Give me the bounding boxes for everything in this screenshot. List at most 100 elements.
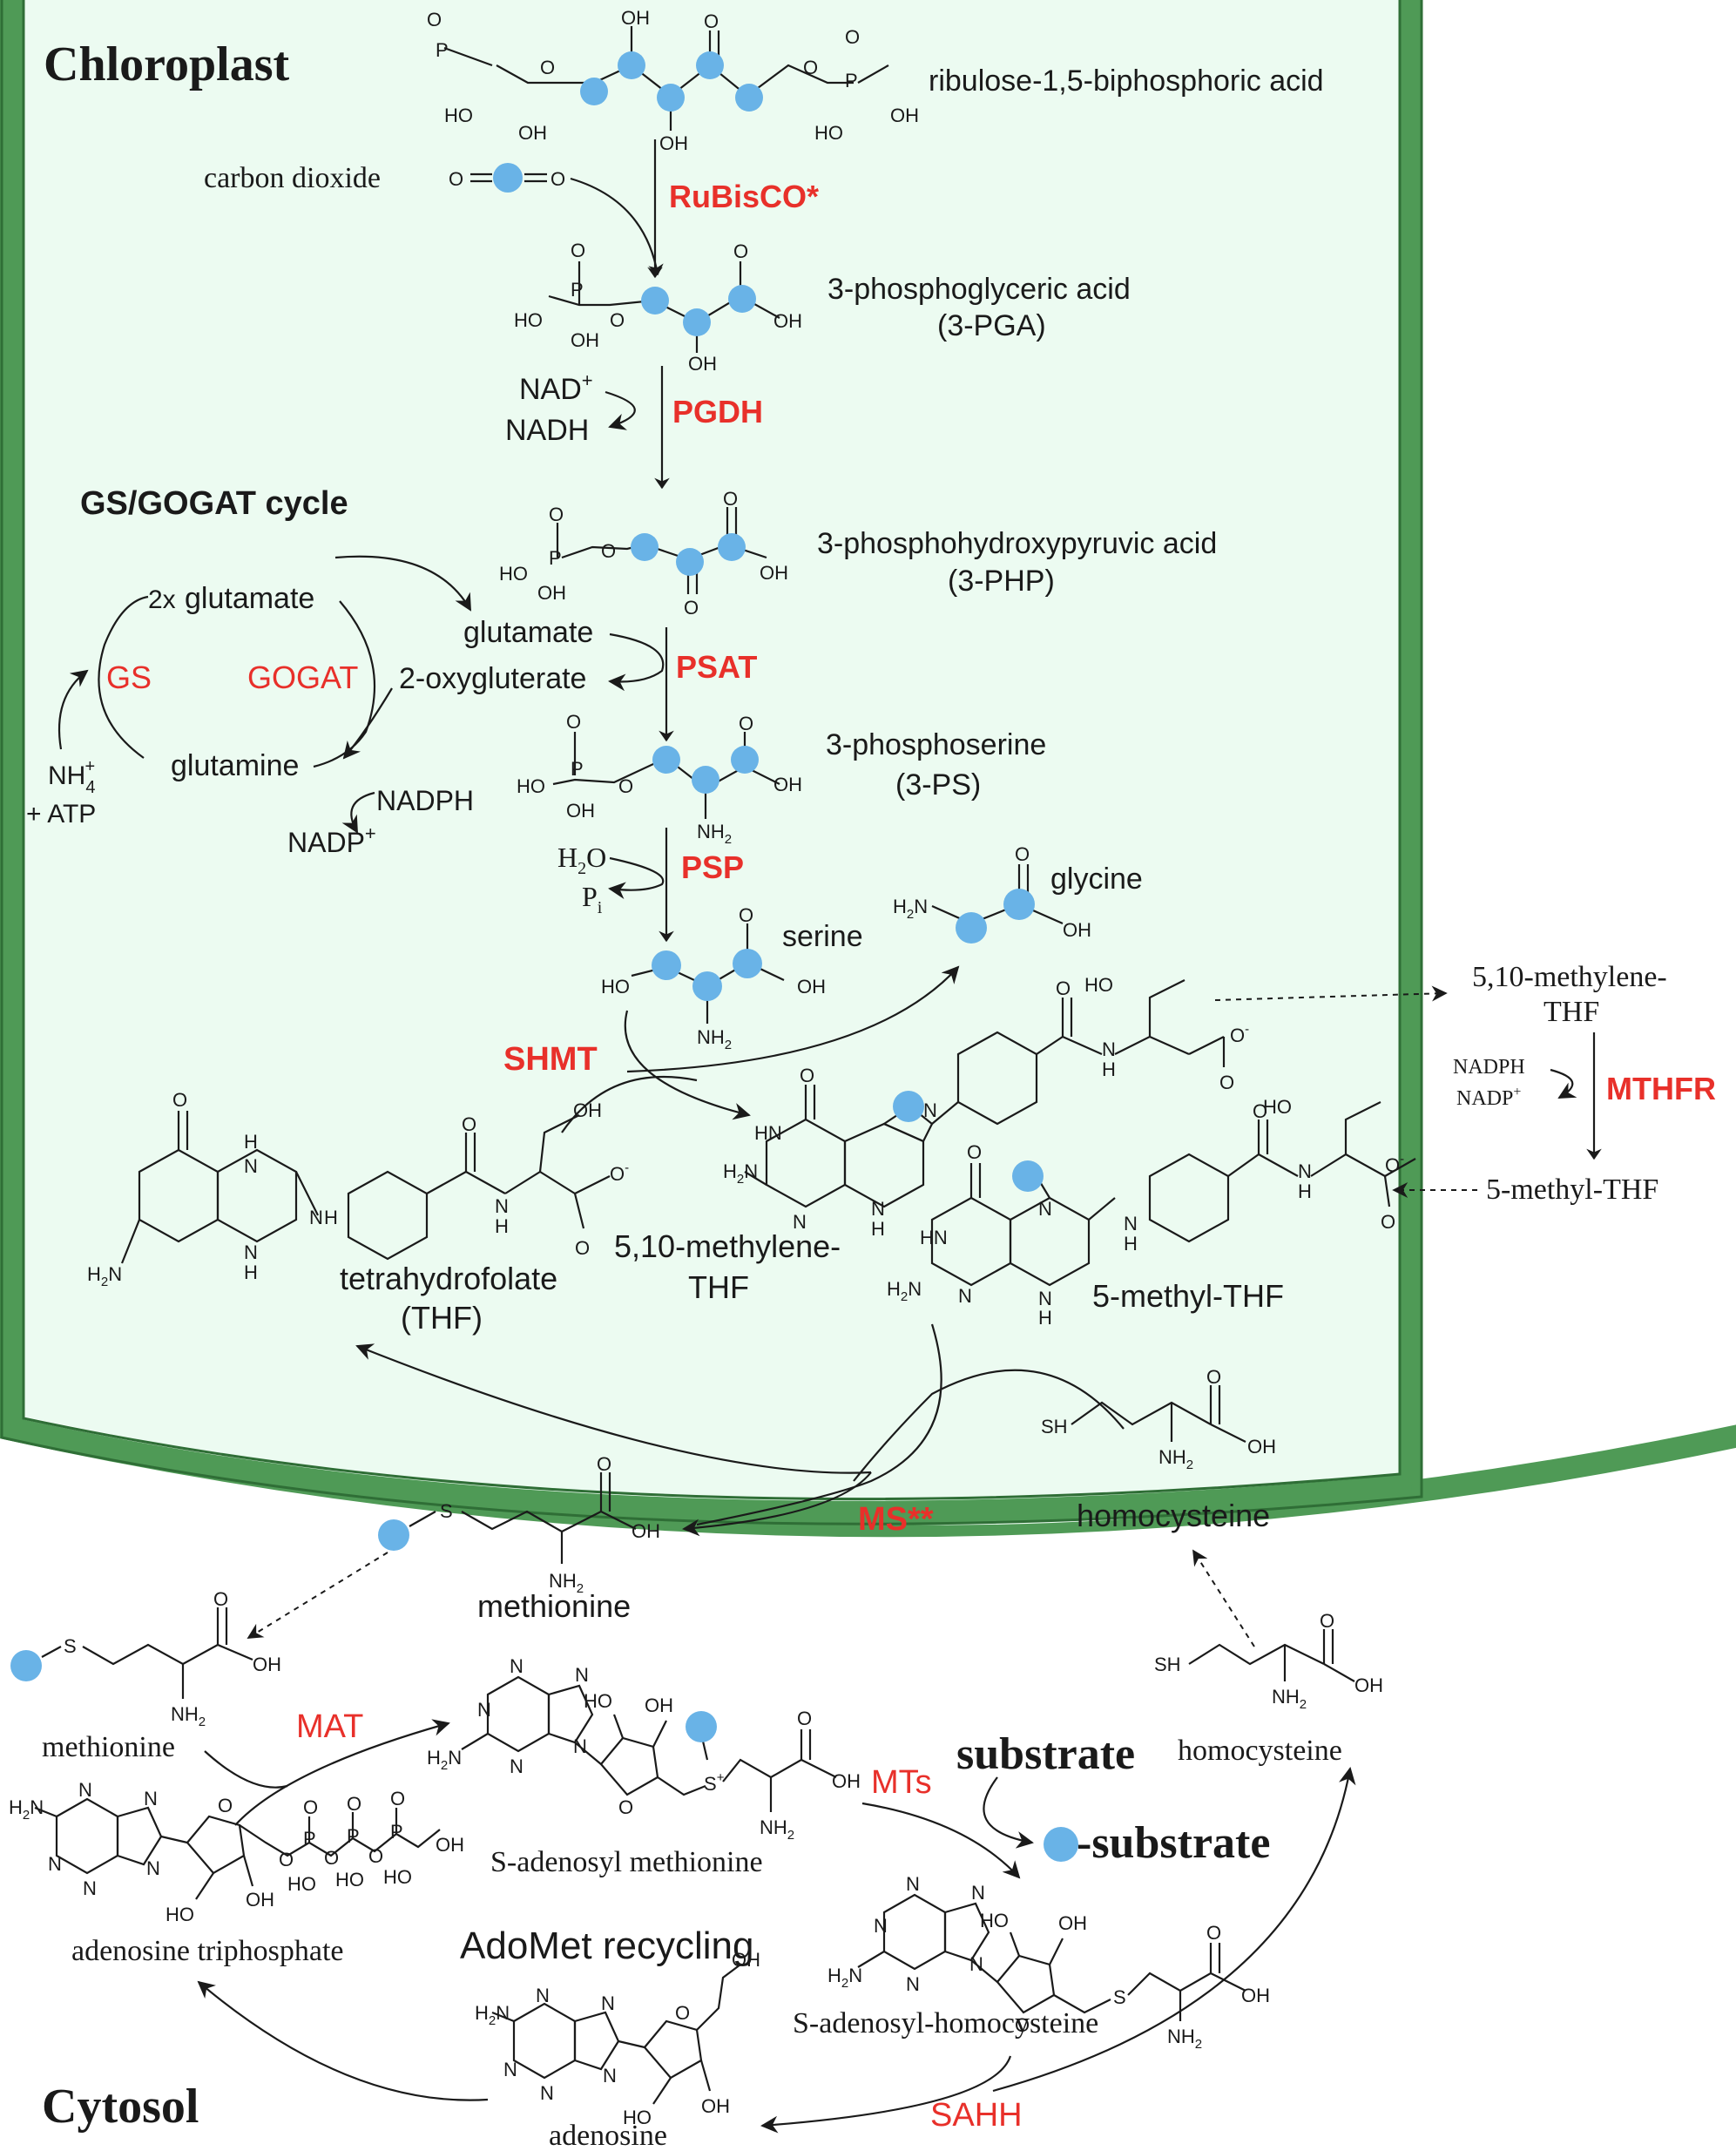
- svg-text:HN: HN: [920, 1227, 948, 1248]
- svg-text:H: H: [871, 1218, 885, 1240]
- svg-text:H2N: H2N: [427, 1747, 462, 1773]
- svg-text:O: O: [303, 1796, 318, 1818]
- sah-label: S-adenosyl-homocysteine: [793, 2007, 1098, 2039]
- svg-text:O: O: [1015, 2014, 1030, 2036]
- enzyme-mthfr: MTHFR: [1606, 1071, 1716, 1106]
- svg-text:O: O: [279, 1849, 294, 1870]
- svg-text:OH: OH: [621, 7, 650, 29]
- svg-text:O: O: [618, 1796, 633, 1818]
- ms-to-methionine-arrow: [682, 1471, 872, 1537]
- adomet-title: AdoMet recycling: [460, 1924, 753, 1967]
- svg-text:O: O: [684, 597, 699, 619]
- gs-gogat-title: GS/GOGAT cycle: [80, 485, 348, 522]
- svg-text:O-: O-: [1385, 1152, 1404, 1176]
- svg-text:N: N: [78, 1779, 92, 1801]
- methyl-substrate-label: -substrate: [1077, 1818, 1270, 1868]
- svg-text:HO: HO: [335, 1869, 364, 1891]
- svg-text:OH: OH: [566, 800, 595, 822]
- rubp-structure: P O HO OH O OH OH O O P O HO OH: [427, 7, 919, 154]
- mthf-label-line2: THF: [688, 1269, 749, 1305]
- svg-text:O: O: [566, 711, 581, 733]
- svg-text:P: P: [347, 1825, 360, 1847]
- sahh-to-homocysteine-arrow: [992, 1767, 1356, 2093]
- svg-text:N: N: [1038, 1288, 1052, 1309]
- svg-text:OH: OH: [518, 122, 547, 144]
- sam-to-sah-arrow: [861, 1802, 1021, 1879]
- svg-text:O: O: [1381, 1211, 1395, 1233]
- svg-text:OH: OH: [890, 105, 919, 126]
- carbon-dot: [956, 912, 987, 944]
- co2-label: carbon dioxide: [204, 162, 381, 194]
- enzyme-psat: PSAT: [676, 649, 757, 685]
- carbon-dot: [733, 949, 762, 978]
- svg-text:H: H: [1124, 1233, 1138, 1255]
- carbon-dot: [731, 746, 759, 774]
- homocysteine-label: homocysteine: [1077, 1498, 1270, 1533]
- cyt-methionine-label: methionine: [42, 1731, 175, 1763]
- svg-text:H: H: [244, 1131, 258, 1153]
- svg-text:O: O: [571, 240, 585, 261]
- svg-text:HO: HO: [514, 309, 543, 331]
- cofactor-nadh: NADH: [505, 414, 589, 447]
- carbon-dot: [378, 1519, 409, 1551]
- svg-text:O: O: [368, 1845, 383, 1867]
- gs-ammonium-arrow: [57, 669, 89, 750]
- svg-text:P: P: [571, 758, 584, 780]
- adenosine-structure: H2N N N N N N O HO OH OH: [475, 1949, 760, 2128]
- cofactor-nad-plus: NAD+: [519, 369, 593, 406]
- svg-text:N: N: [793, 1211, 807, 1233]
- carbon-dot: [893, 1091, 924, 1122]
- glycine-label: glycine: [1050, 862, 1143, 896]
- svg-text:N: N: [510, 1655, 524, 1677]
- svg-text:H2N: H2N: [9, 1796, 44, 1823]
- svg-text:O: O: [549, 504, 564, 525]
- methyl-thf-label: 5-methyl-THF: [1092, 1278, 1284, 1314]
- svg-text:O: O: [575, 1237, 590, 1259]
- ps-abbr-label: (3-PS): [895, 768, 981, 802]
- svg-text:O: O: [704, 10, 719, 32]
- homocysteine-import-dashed-arrow: [1192, 1549, 1255, 1647]
- serine-structure: HO NH2 O OH: [601, 904, 826, 1052]
- svg-text:N: N: [144, 1788, 158, 1809]
- svg-text:H2N: H2N: [827, 1965, 862, 1991]
- ms-to-thf-arrow: [355, 1343, 872, 1474]
- svg-text:N: N: [540, 2082, 554, 2104]
- svg-text:P: P: [571, 279, 584, 301]
- svg-text:O: O: [967, 1141, 982, 1163]
- chloroplast-label: Chloroplast: [44, 37, 289, 91]
- carbon-dot: [580, 78, 608, 105]
- mat-to-sam-arrow: [234, 1719, 450, 1826]
- svg-text:N: N: [906, 1873, 920, 1895]
- svg-text:N: N: [874, 1915, 888, 1937]
- glutamate-out-arrow: [334, 555, 471, 612]
- carbon-dot: [1003, 889, 1035, 920]
- svg-text:O: O: [597, 1453, 611, 1475]
- svg-text:O: O: [1056, 977, 1071, 999]
- svg-text:O: O: [1253, 1100, 1267, 1122]
- ext-nadp-label: NADP+: [1456, 1085, 1521, 1110]
- carbon-dot: [631, 533, 659, 561]
- rubp-label: ribulose-1,5-biphosphoric acid: [929, 64, 1324, 98]
- php-abbr-label: (3-PHP): [948, 565, 1055, 598]
- svg-text:OH: OH: [701, 2095, 730, 2117]
- enzyme-gogat: GOGAT: [247, 660, 358, 695]
- serine-to-mthf-arrow: [624, 1010, 751, 1120]
- pga-structure: O P HO OH O OH O OH: [514, 240, 802, 375]
- svg-text:P: P: [845, 70, 858, 91]
- psat-cofactor-arrow: [608, 632, 665, 692]
- svg-text:HO: HO: [1263, 1096, 1292, 1118]
- svg-text:HO: HO: [980, 1910, 1009, 1931]
- svg-text:H2N: H2N: [475, 2002, 510, 2028]
- shmt-to-glycine-arrow: [626, 965, 960, 1073]
- svg-text:N: N: [309, 1207, 323, 1228]
- svg-text:O: O: [347, 1793, 361, 1815]
- cyt-methionine-structure: S NH2 O OH: [10, 1588, 281, 1729]
- svg-text:O: O: [1219, 1072, 1234, 1093]
- svg-text:O: O: [733, 240, 748, 262]
- svg-text:O: O: [739, 904, 753, 926]
- adenosine-label: adenosine: [549, 2120, 667, 2151]
- svg-text:N: N: [477, 1699, 491, 1721]
- ps-label: 3-phosphoserine: [826, 728, 1046, 761]
